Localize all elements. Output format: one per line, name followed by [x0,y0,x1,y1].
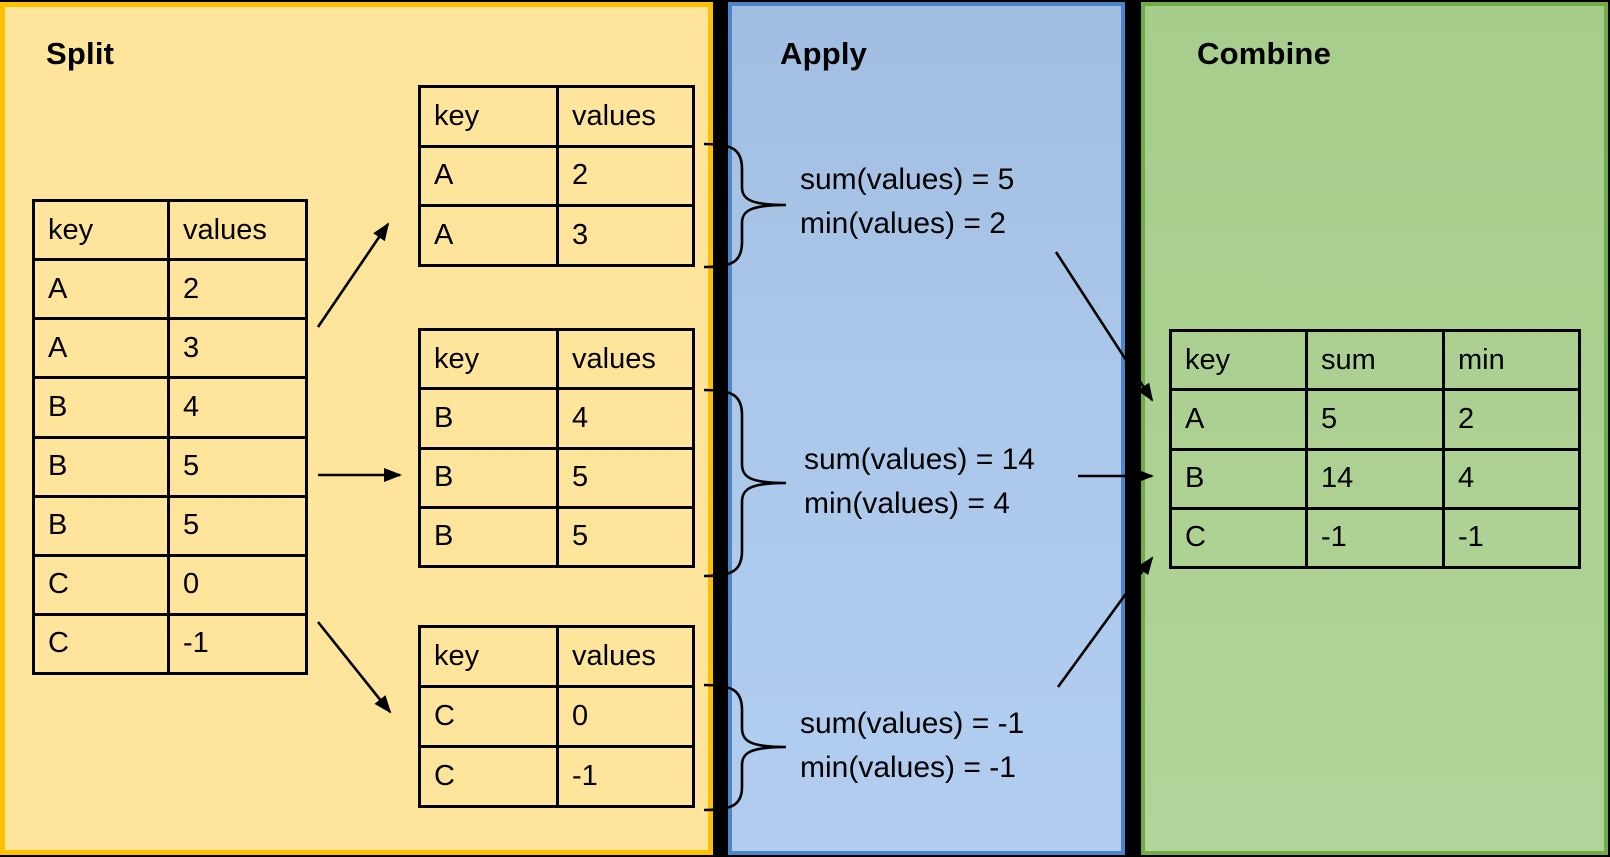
column-header: key [32,198,170,262]
cell-key: B [32,376,170,439]
table-row: C -1 [32,612,308,676]
min-expression: min(values) = 2 [800,207,1006,240]
cell-key: A [418,144,559,208]
group-b-table: key values B 4 B 5 B 5 [418,327,695,569]
table-row: B 5 [418,505,695,569]
cell-key: B [1169,447,1308,510]
cell-key: C [32,612,170,676]
cell-key: B [32,435,170,498]
column-header: values [556,625,695,688]
column-header: min [1442,328,1581,392]
cell-key: C [418,685,559,748]
table-row: B 5 [32,494,308,557]
table-row: C -1 [418,745,695,808]
column-header: key [1169,328,1308,392]
cell-value: 0 [556,685,695,748]
cell-value: 4 [556,387,695,450]
cell-value: 3 [556,204,695,267]
cell-min: -1 [1442,506,1581,570]
table-row: C 0 [418,685,695,748]
cell-key: B [32,494,170,557]
sum-expression: sum(values) = 14 [804,443,1035,476]
cell-key: B [418,505,559,569]
cell-value: 2 [556,144,695,208]
cell-sum: 5 [1305,388,1445,451]
cell-key: B [418,387,559,450]
group-c-table: key values C 0 C -1 [418,625,695,808]
cell-value: 4 [167,376,308,439]
column-header: values [167,198,308,262]
cell-value: -1 [556,745,695,808]
result-table: key sum min A 5 2 B 14 4 C -1 -1 [1169,328,1581,570]
apply-result-group-b: sum(values) = 14 min(values) = 4 [804,438,1035,526]
cell-value: 5 [556,446,695,509]
cell-value: 2 [167,258,308,321]
table-header-row: key values [418,85,695,148]
cell-value: 5 [556,505,695,569]
cell-key: A [418,204,559,267]
table-row: A 2 [32,258,308,321]
column-header: key [418,327,559,391]
source-table: key values A 2 A 3 B 4 B 5 B 5 C 0 C -1 [32,198,308,676]
table-row: A 2 [418,144,695,208]
cell-key: A [32,317,170,380]
cell-sum: -1 [1305,506,1445,570]
table-row: B 4 [32,376,308,439]
table-header-row: key sum min [1169,328,1581,392]
table-header-row: key values [32,198,308,262]
table-row: A 5 2 [1169,388,1581,451]
column-header: key [418,85,559,148]
column-header: values [556,85,695,148]
combine-title: Combine [1197,36,1332,71]
cell-key: C [32,553,170,616]
table-row: A 3 [32,317,308,380]
table-header-row: key values [418,625,695,688]
column-header: sum [1305,328,1445,392]
apply-result-group-a: sum(values) = 5 min(values) = 2 [800,158,1014,246]
cell-key: C [418,745,559,808]
cell-value: -1 [167,612,308,676]
min-expression: min(values) = -1 [800,751,1016,784]
cell-key: B [418,446,559,509]
cell-value: 5 [167,435,308,498]
column-header: values [556,327,695,391]
group-a-table: key values A 2 A 3 [418,85,695,267]
apply-title: Apply [780,36,868,71]
cell-value: 5 [167,494,308,557]
cell-key: A [1169,388,1308,451]
cell-min: 2 [1442,388,1581,451]
table-row: A 3 [418,204,695,267]
sum-expression: sum(values) = 5 [800,163,1015,196]
table-row: B 14 4 [1169,447,1581,510]
cell-key: A [32,258,170,321]
sum-expression: sum(values) = -1 [800,707,1025,740]
apply-panel [728,2,1125,855]
table-row: C 0 [32,553,308,616]
table-row: B 5 [32,435,308,498]
table-row: B 4 [418,387,695,450]
cell-value: 3 [167,317,308,380]
cell-sum: 14 [1305,447,1445,510]
table-row: B 5 [418,446,695,509]
table-header-row: key values [418,327,695,391]
apply-result-group-c: sum(values) = -1 min(values) = -1 [800,702,1024,790]
cell-min: 4 [1442,447,1581,510]
split-title: Split [46,36,115,71]
column-header: key [418,625,559,688]
cell-value: 0 [167,553,308,616]
table-row: C -1 -1 [1169,506,1581,570]
min-expression: min(values) = 4 [804,487,1010,520]
cell-key: C [1169,506,1308,570]
